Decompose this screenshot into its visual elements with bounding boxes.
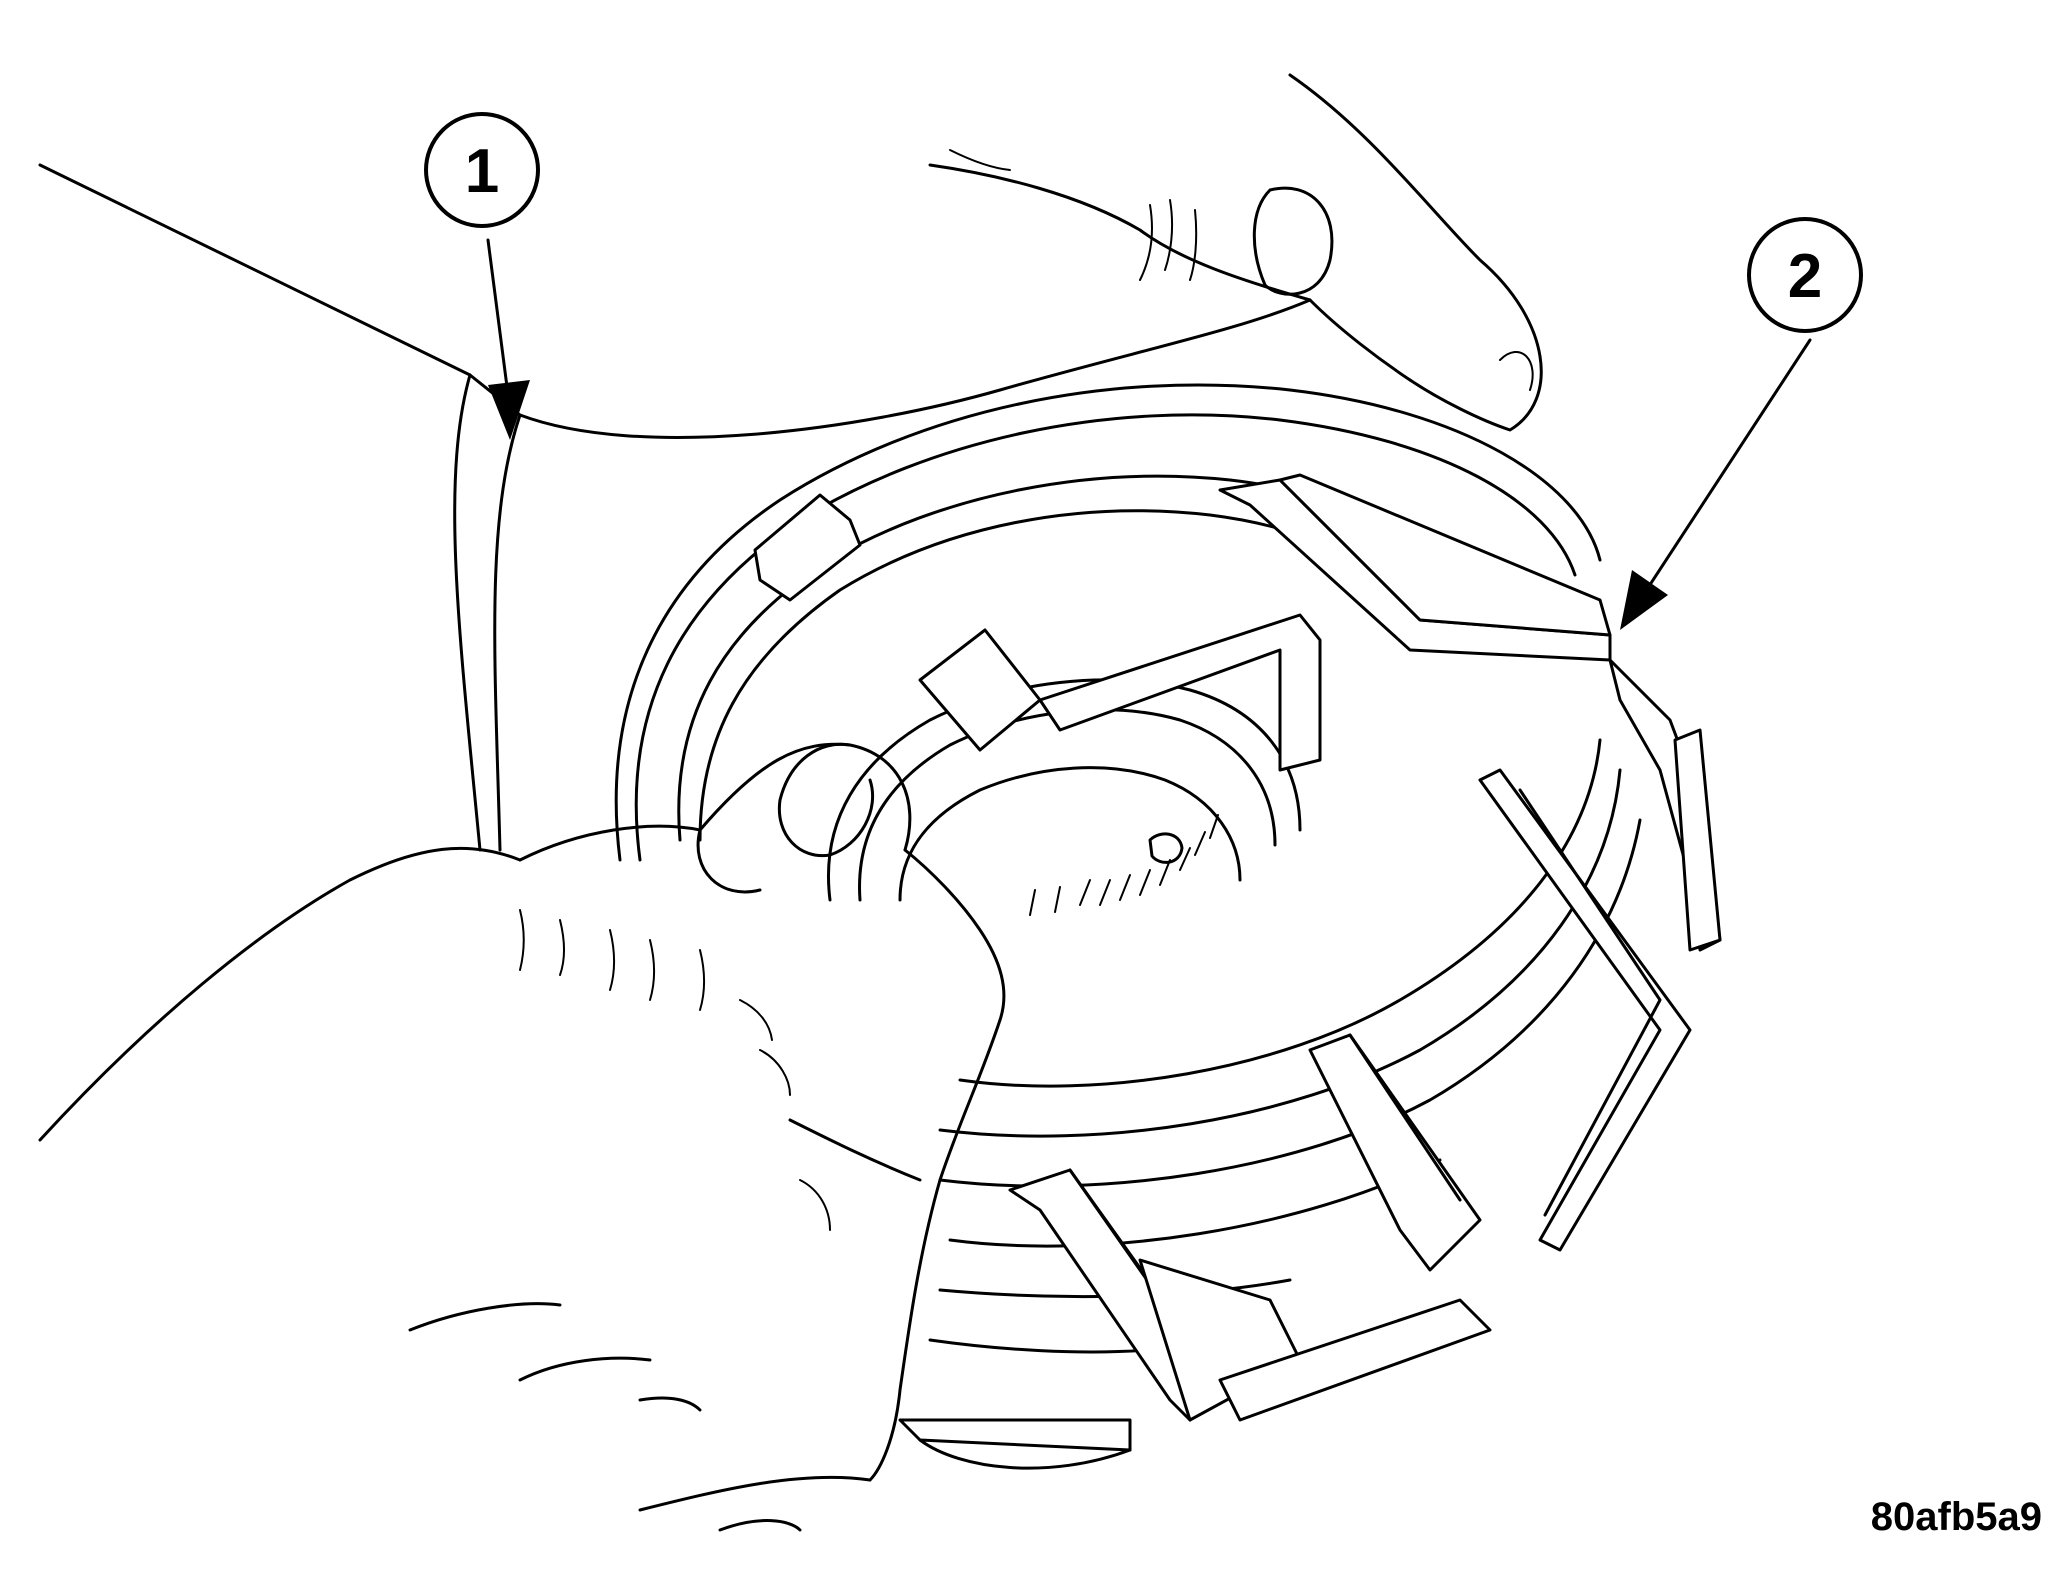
- clutch-hub: [614, 383, 1642, 1354]
- callout-2: 2: [1747, 217, 1863, 333]
- callout-2-label: 2: [1788, 242, 1822, 311]
- callout-1: 1: [424, 112, 540, 228]
- leader-line: [38, 163, 472, 377]
- hub-tabs-top: [753, 493, 1322, 772]
- hub-fingers-right: [1218, 473, 1722, 952]
- hub-fingers-lower: [898, 768, 1692, 1470]
- callout-1-arrow: [486, 238, 530, 440]
- upper-hand: [518, 73, 1543, 439]
- callout-1-label: 1: [465, 137, 499, 206]
- callout-2-arrow: [1620, 338, 1812, 630]
- figure-identifier: 80afb5a9: [1870, 1495, 2042, 1539]
- lower-hand: [38, 742, 1006, 1532]
- snap-ring: [453, 373, 522, 852]
